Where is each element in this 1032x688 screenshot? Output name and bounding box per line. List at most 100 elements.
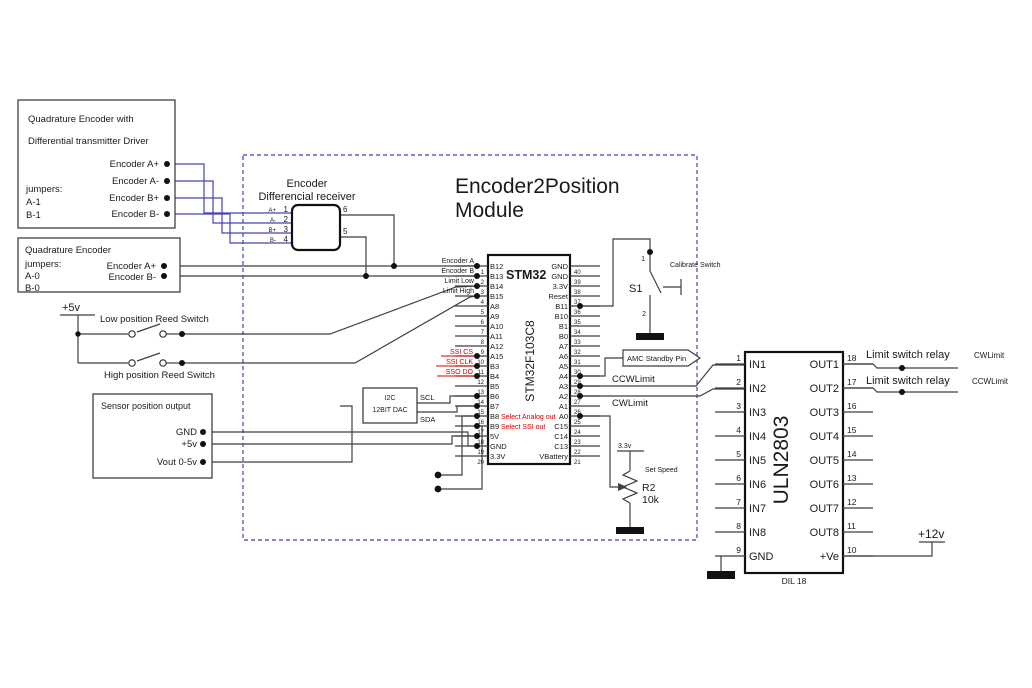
pin-number: 22 xyxy=(574,450,581,456)
jumper-setting: B-1 xyxy=(26,210,41,221)
pin-number: 28 xyxy=(574,390,581,396)
pin-label: Encoder A- xyxy=(112,176,159,187)
pin-name: A9 xyxy=(490,312,499,321)
ssi-label-underlines xyxy=(436,355,473,377)
pin-number: 23 xyxy=(574,440,581,446)
pin-number: 26 xyxy=(574,410,581,416)
differential-receiver-chip xyxy=(290,203,342,252)
signal-label: Limit Low xyxy=(444,278,475,285)
pin-name: GND xyxy=(551,262,568,271)
reed-high-label: High position Reed Switch xyxy=(104,370,215,381)
pin-name: A0 xyxy=(559,412,568,421)
pin-number: 3 xyxy=(284,225,289,234)
pin-number: 6 xyxy=(736,473,741,483)
pin-number: 19 xyxy=(477,450,484,456)
ground-symbol-pot xyxy=(616,527,644,534)
pin-name: IN1 xyxy=(749,359,766,371)
box-title: Quadrature Encoder with xyxy=(28,114,134,125)
pin-name: C14 xyxy=(554,432,568,441)
pin-name: B7 xyxy=(490,402,499,411)
pin-name: A3 xyxy=(559,382,568,391)
reed-low-label: Low position Reed Switch xyxy=(100,314,209,325)
pin-number: 5 xyxy=(343,227,348,236)
pot-supply-label: 3.3v xyxy=(618,443,632,450)
pot-labels: 3.3v Set Speed R2 10k xyxy=(618,443,678,506)
pin-number: 10 xyxy=(477,360,484,366)
pin-name: B12 xyxy=(490,262,503,271)
jumpers-label: jumpers: xyxy=(24,259,61,270)
pin-name: GND xyxy=(490,442,507,451)
pin-number: 15 xyxy=(847,425,857,435)
pin-number: 5 xyxy=(736,449,741,459)
pin-number: 21 xyxy=(574,460,581,466)
encoder-driver-box xyxy=(17,99,176,229)
pin-name: 3.3V xyxy=(553,282,568,291)
power-label-12v: +12v xyxy=(918,527,944,541)
pin-label: Encoder B- xyxy=(111,209,159,220)
jumper-setting: A-1 xyxy=(26,197,41,208)
stm32-labels: STM32 STM32F103C8 B12 B13 B14 B15 A8 A9 … xyxy=(441,258,581,466)
pin-name: A10 xyxy=(490,322,503,331)
pin-number: 18 xyxy=(847,353,857,363)
pin-number: 2 xyxy=(481,280,485,286)
pin-name: B9 xyxy=(490,422,499,431)
pin-number: 13 xyxy=(477,390,484,396)
pin-name: B11 xyxy=(555,302,568,311)
pin-name: OUT1 xyxy=(810,359,839,371)
pin-number: 18 xyxy=(477,440,484,446)
pin-number: 15 xyxy=(477,410,484,416)
pin-number: 1 xyxy=(284,205,289,214)
sda-label: SDA xyxy=(420,415,435,424)
pin-name: OUT4 xyxy=(810,431,839,443)
pin-number: 14 xyxy=(477,400,484,406)
pin-number: 38 xyxy=(574,290,581,296)
jumpers-label: jumpers: xyxy=(25,184,62,195)
pin-name: B8 xyxy=(490,412,499,421)
scl-label: SCL xyxy=(420,393,435,402)
relay-row1-label: Limit switch relay xyxy=(866,349,950,361)
calibrate-switch-label: Calibrate Switch xyxy=(670,262,721,269)
power-label-5v: +5v xyxy=(62,302,81,314)
receiver-title: Differencial receiver xyxy=(258,191,355,203)
pin-name: OUT3 xyxy=(810,407,839,419)
pin-number: 9 xyxy=(481,350,485,356)
pin-number: 30 xyxy=(574,370,581,376)
pin-number: 17 xyxy=(477,430,484,436)
box-title: Differential transmitter Driver xyxy=(28,136,149,147)
jumper-setting: A-0 xyxy=(25,271,40,282)
junction-dots xyxy=(75,161,905,493)
s1-labels: 1 S1 2 Calibrate Switch xyxy=(629,256,721,318)
pin-number: 32 xyxy=(574,350,581,356)
pin-name: GND xyxy=(551,272,568,281)
pin-number: 12 xyxy=(477,380,484,386)
pin-name: VBattery xyxy=(539,452,568,461)
pin-name: C13 xyxy=(554,442,568,451)
amc-standby-flag xyxy=(622,349,702,367)
pin-number: 6 xyxy=(343,205,348,214)
pin-label: +5v xyxy=(181,439,197,450)
differential-encoder-wires xyxy=(167,163,292,244)
box-title: Quadrature Encoder xyxy=(25,245,111,256)
pot-value: 10k xyxy=(642,494,660,506)
pin-label: B+ xyxy=(268,228,276,234)
stm32-right-pin-stubs xyxy=(570,265,600,457)
pin-name: OUT2 xyxy=(810,383,839,395)
pin-number: 14 xyxy=(847,449,857,459)
pin-name: B5 xyxy=(490,382,499,391)
pin-number: 2 xyxy=(736,377,741,387)
dac-labels: I2C 12BIT DAC SCL SDA xyxy=(372,393,435,424)
reed-switch-contacts xyxy=(128,323,167,367)
pin-label: B- xyxy=(270,238,276,244)
pin-number: 16 xyxy=(477,420,484,426)
pin-number: 20 xyxy=(477,460,484,466)
receiver-title: Encoder xyxy=(287,178,328,190)
pin-number: 40 xyxy=(574,270,581,276)
pin-name: B0 xyxy=(559,332,568,341)
pin-number: 34 xyxy=(574,330,581,336)
encoder-box-labels: Quadrature Encoder jumpers: A-0 B-0 Enco… xyxy=(24,245,156,294)
pin-number: 25 xyxy=(574,420,581,426)
pin-number: 11 xyxy=(847,521,856,531)
pin-name: B4 xyxy=(490,372,499,381)
pin-name: A2 xyxy=(559,392,568,401)
